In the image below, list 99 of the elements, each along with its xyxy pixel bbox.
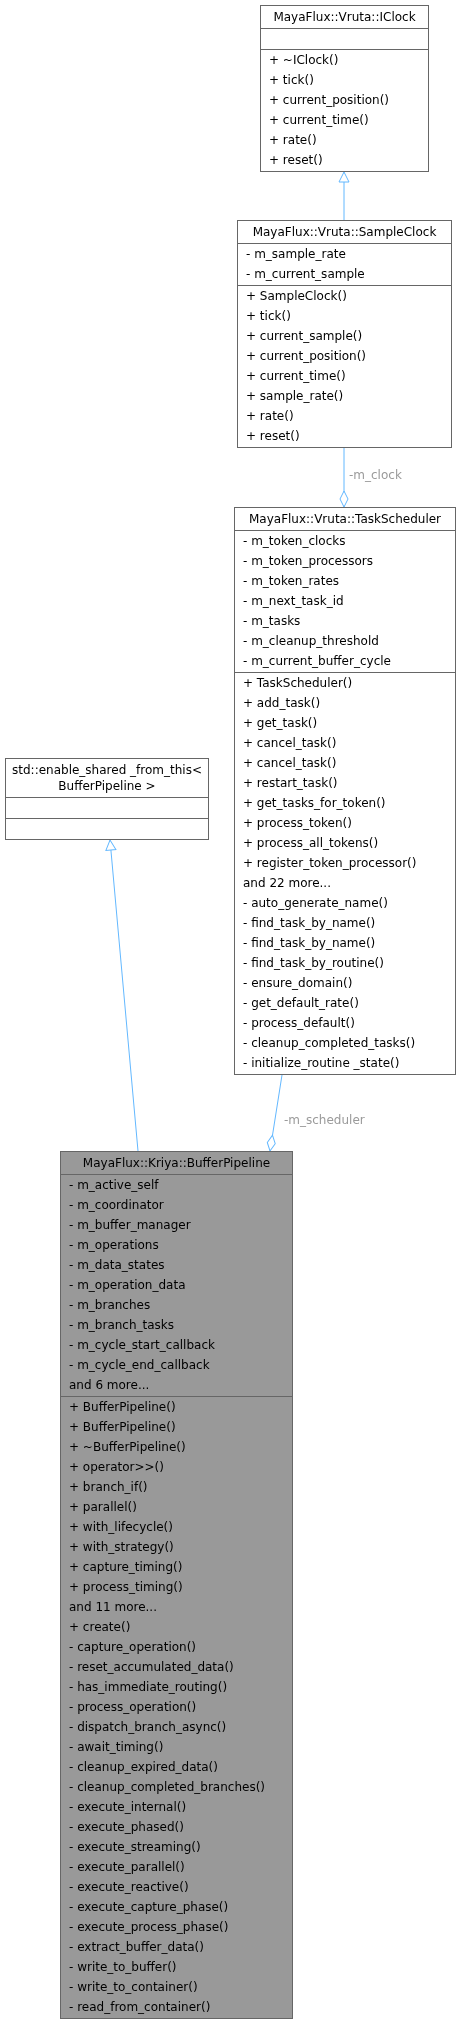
class-box [234, 507, 456, 1075]
method-name: - get_default_rate() [242, 995, 360, 1012]
method-name: + current_position() [268, 92, 391, 109]
method-name: - cleanup_completed_tasks() [242, 1035, 417, 1052]
method-name: + get_task() [242, 715, 319, 732]
method-name: + SampleClock() [245, 288, 348, 305]
method-name: and 11 more... [68, 1599, 158, 1616]
method-name: - process_operation() [68, 1699, 198, 1716]
method-name: - extract_buffer_data() [68, 1939, 205, 1956]
method-name: - execute_streaming() [68, 1839, 202, 1856]
attribute-name: - m_current_buffer_cycle [242, 653, 392, 670]
method-name: + with_strategy() [68, 1539, 175, 1556]
method-name: + parallel() [68, 1499, 138, 1516]
method-name: + branch_if() [68, 1479, 149, 1496]
method-name: - auto_generate_name() [242, 895, 389, 912]
method-name: + current_time() [268, 112, 370, 129]
method-name: + TaskScheduler() [242, 675, 354, 692]
method-name: + tick() [245, 308, 292, 325]
attribute-name: - m_operations [68, 1237, 160, 1254]
method-name: - read_from_container() [68, 1999, 212, 2016]
class-name: MayaFlux::Vruta::SampleClock [251, 224, 438, 241]
method-name: - execute_reactive() [68, 1879, 190, 1896]
method-name: + ~IClock() [268, 52, 340, 69]
class-name: MayaFlux::Vruta::TaskScheduler [247, 511, 443, 528]
attribute-name: - m_current_sample [245, 266, 366, 283]
class-box [60, 1151, 293, 2019]
method-name: + reset() [245, 428, 301, 445]
method-name: + get_tasks_for_token() [242, 795, 387, 812]
method-name: + create() [68, 1619, 132, 1636]
class-box [260, 5, 429, 172]
method-name: - find_task_by_routine() [242, 955, 385, 972]
attribute-name: - m_cycle_end_callback [68, 1357, 211, 1374]
attribute-name: - m_next_task_id [242, 593, 345, 610]
method-name: + add_task() [242, 695, 322, 712]
method-name: - find_task_by_name() [242, 935, 377, 952]
method-name: - write_to_container() [68, 1979, 199, 1996]
attribute-name: - m_branches [68, 1297, 152, 1314]
class-name: MayaFlux::Vruta::IClock [272, 9, 417, 26]
attribute-name: - m_token_processors [242, 553, 375, 570]
method-name: + tick() [268, 72, 315, 89]
method-name: - capture_operation() [68, 1639, 198, 1656]
method-name: + operator>>() [68, 1459, 165, 1476]
method-name: + sample_rate() [245, 388, 345, 405]
method-name: + BufferPipeline() [68, 1399, 177, 1416]
attribute-name: - m_data_states [68, 1257, 166, 1274]
class-name: MayaFlux::Kriya::BufferPipeline [81, 1155, 272, 1172]
method-name: - find_task_by_name() [242, 915, 377, 932]
class-box [5, 758, 209, 840]
method-name: - has_immediate_routing() [68, 1679, 229, 1696]
inheritance-arrow [338, 171, 350, 221]
edge-label: -m_scheduler [284, 1113, 365, 1127]
method-name: + process_token() [242, 815, 353, 832]
method-name: + with_lifecycle() [68, 1519, 174, 1536]
method-name: + cancel_task() [242, 735, 338, 752]
method-name: - execute_parallel() [68, 1859, 186, 1876]
attribute-name: - m_token_clocks [242, 533, 347, 550]
method-name: + current_time() [245, 368, 347, 385]
attribute-name: - m_sample_rate [245, 246, 347, 263]
method-name: - cleanup_completed_branches() [68, 1779, 267, 1796]
method-name: - ensure_domain() [242, 975, 354, 992]
method-name: - cleanup_expired_data() [68, 1759, 219, 1776]
inheritance-arrow [105, 839, 139, 1152]
attribute-name: - m_tasks [242, 613, 302, 630]
method-name: - execute_capture_phase() [68, 1899, 230, 1916]
edge-label: -m_clock [349, 468, 402, 482]
method-name: + register_token_processor() [242, 855, 418, 872]
method-name: - execute_process_phase() [68, 1919, 230, 1936]
attribute-name: - m_cleanup_threshold [242, 633, 380, 650]
method-name: + reset() [268, 152, 324, 169]
method-name: + process_all_tokens() [242, 835, 380, 852]
attribute-name: - m_cycle_start_callback [68, 1337, 216, 1354]
attribute-name: - m_buffer_manager [68, 1217, 192, 1234]
class-name: std::enable_shared _from_this< BufferPipeline > [11, 762, 203, 795]
method-name: + BufferPipeline() [68, 1419, 177, 1436]
method-name: - initialize_routine _state() [242, 1055, 401, 1072]
method-name: + rate() [268, 132, 318, 149]
method-name: + current_position() [245, 348, 368, 365]
method-name: + rate() [245, 408, 295, 425]
method-name: + current_sample() [245, 328, 364, 345]
method-name: + restart_task() [242, 775, 339, 792]
method-name: + cancel_task() [242, 755, 338, 772]
class-box [237, 220, 452, 448]
method-name: - process_default() [242, 1015, 356, 1032]
method-name: - dispatch_branch_async() [68, 1719, 228, 1736]
attribute-name: - m_active_self [68, 1177, 160, 1194]
method-name: - execute_internal() [68, 1799, 188, 1816]
attribute-name: - m_token_rates [242, 573, 341, 590]
method-name: + process_timing() [68, 1579, 184, 1596]
method-name: + ~BufferPipeline() [68, 1439, 187, 1456]
attribute-name: - m_coordinator [68, 1197, 165, 1214]
method-name: - execute_phased() [68, 1819, 185, 1836]
method-name: - await_timing() [68, 1739, 165, 1756]
attribute-name: and 6 more... [68, 1377, 151, 1394]
method-name: - write_to_buffer() [68, 1959, 178, 1976]
attribute-name: - m_branch_tasks [68, 1317, 176, 1334]
method-name: - reset_accumulated_data() [68, 1659, 235, 1676]
method-name: and 22 more... [242, 875, 332, 892]
method-name: + capture_timing() [68, 1559, 184, 1576]
attribute-name: - m_operation_data [68, 1277, 187, 1294]
